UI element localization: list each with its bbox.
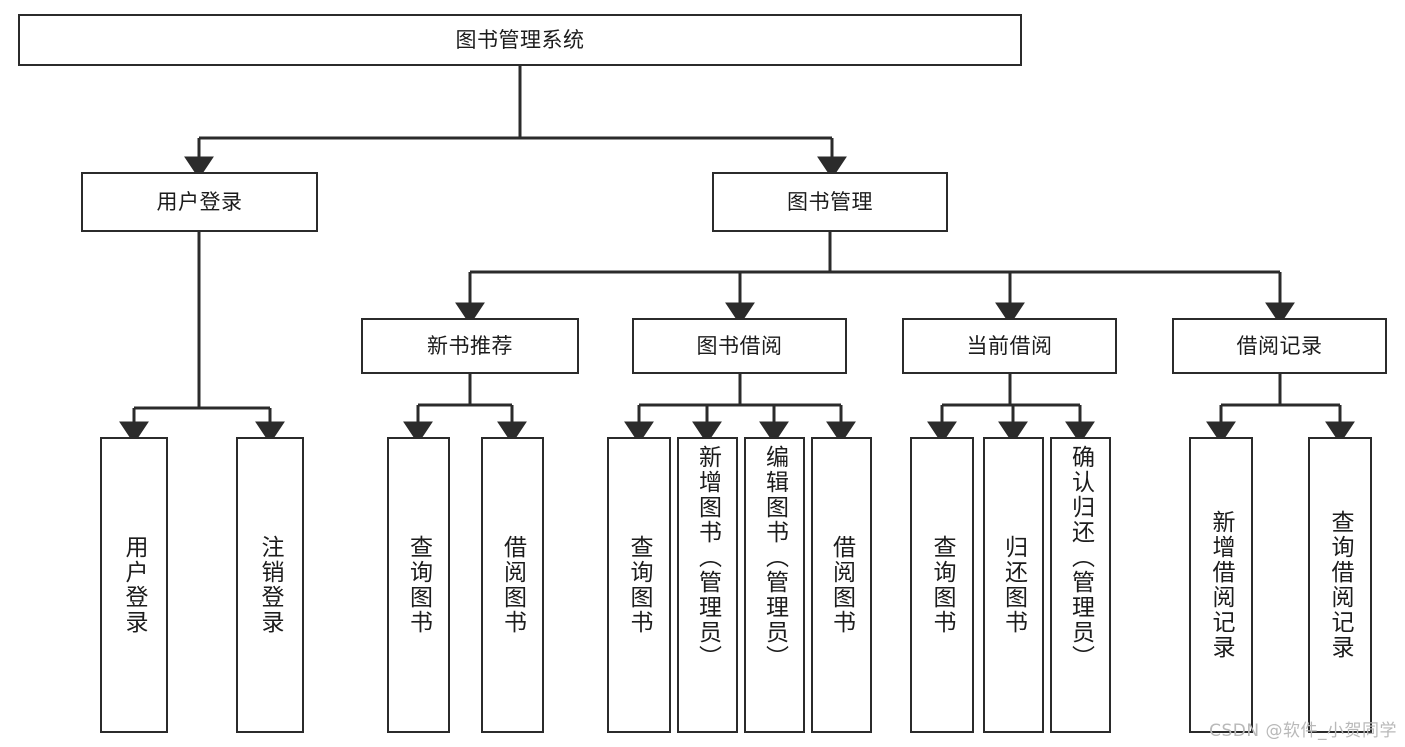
leaf-borrow-record-query[interactable]: 查询借阅记录 [1308, 437, 1372, 733]
leaf-user-login-login[interactable]: 用户登录 [100, 437, 168, 733]
node-book-borrow[interactable]: 图书借阅 [632, 318, 847, 374]
leaf-label: 确认归还（管理员） [1067, 445, 1094, 670]
leaf-borrow-record-add[interactable]: 新增借阅记录 [1189, 437, 1253, 733]
node-book-management-label: 图书管理 [787, 189, 873, 214]
leaf-label: 新增图书（管理员） [694, 445, 721, 670]
node-root[interactable]: 图书管理系统 [18, 14, 1022, 66]
node-root-label: 图书管理系统 [455, 27, 585, 52]
node-current-borrow-label: 当前借阅 [966, 333, 1053, 358]
node-book-management[interactable]: 图书管理 [712, 172, 948, 232]
node-borrow-record[interactable]: 借阅记录 [1172, 318, 1387, 374]
leaf-book-borrow-add[interactable]: 新增图书（管理员） [677, 437, 738, 733]
node-new-book-recommend-label: 新书推荐 [427, 333, 513, 358]
node-user-login-label: 用户登录 [156, 189, 243, 214]
leaf-label: 查询图书 [929, 535, 956, 635]
leaf-current-borrow-query[interactable]: 查询图书 [910, 437, 974, 733]
leaf-label: 借阅图书 [828, 535, 855, 635]
leaf-label: 借阅图书 [499, 535, 526, 635]
leaf-new-book-query[interactable]: 查询图书 [387, 437, 450, 733]
leaf-label: 新增借阅记录 [1208, 510, 1235, 660]
leaf-user-login-logout[interactable]: 注销登录 [236, 437, 304, 733]
leaf-label: 注销登录 [257, 535, 284, 635]
leaf-new-book-borrow[interactable]: 借阅图书 [481, 437, 544, 733]
leaf-current-borrow-confirm-return[interactable]: 确认归还（管理员） [1050, 437, 1111, 733]
leaf-label: 用户登录 [121, 535, 148, 635]
node-new-book-recommend[interactable]: 新书推荐 [361, 318, 579, 374]
node-borrow-record-label: 借阅记录 [1236, 333, 1323, 358]
node-user-login[interactable]: 用户登录 [81, 172, 318, 232]
leaf-book-borrow-query[interactable]: 查询图书 [607, 437, 671, 733]
watermark: CSDN @软件_小贺同学 [1209, 721, 1397, 741]
node-current-borrow[interactable]: 当前借阅 [902, 318, 1117, 374]
leaf-book-borrow-edit[interactable]: 编辑图书（管理员） [744, 437, 805, 733]
leaf-book-borrow-borrow[interactable]: 借阅图书 [811, 437, 872, 733]
leaf-label: 查询图书 [626, 535, 653, 635]
leaf-label: 查询图书 [405, 535, 432, 635]
node-book-borrow-label: 图书借阅 [696, 333, 783, 358]
leaf-label: 查询借阅记录 [1327, 510, 1354, 660]
leaf-label: 归还图书 [1000, 535, 1027, 635]
leaf-current-borrow-return[interactable]: 归还图书 [983, 437, 1044, 733]
leaf-label: 编辑图书（管理员） [761, 445, 788, 670]
